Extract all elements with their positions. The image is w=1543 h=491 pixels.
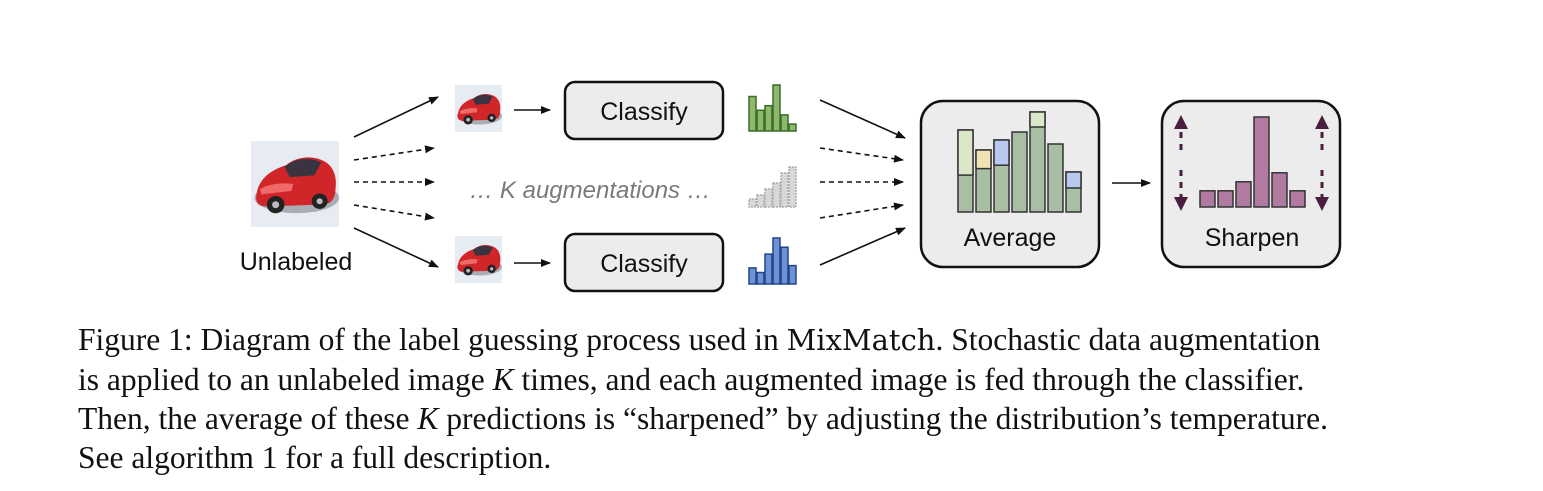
- figure-caption: Figure 1: Diagram of the label guessing …: [78, 320, 1508, 477]
- unlabeled-car-image: [251, 141, 339, 227]
- hist-faded-bar: [788, 166, 797, 208]
- classify-box-bottom: [563, 232, 725, 293]
- histogram-average-tint: [957, 129, 974, 176]
- hist-sharp-bar: [1235, 181, 1252, 208]
- histogram-average-tint: [975, 149, 992, 170]
- caption-line-4: See algorithm 1 for a full description.: [78, 440, 552, 475]
- histogram-bottom: [748, 237, 797, 285]
- hist-top-bar: [748, 95, 757, 132]
- hist-top-bar: [772, 84, 781, 132]
- arrow-top-to-average: [819, 99, 906, 139]
- input-arrows: [353, 96, 439, 268]
- histogram-average-tint: [1065, 171, 1082, 189]
- hist-bottom-bar: [748, 267, 757, 285]
- classify-bottom-label: Classify: [600, 250, 688, 278]
- caption-line-2: is applied to an unlabeled image K times…: [78, 362, 1305, 397]
- histogram-average: [957, 111, 1082, 213]
- hist-bottom-bar: [756, 271, 765, 285]
- histogram-sharpen: [1199, 116, 1306, 208]
- arrow-dashed-1: [353, 145, 435, 161]
- hist-faded-bar: [780, 172, 789, 208]
- label-guessing-diagram: Unlabeled Classify Classify … K augmenta…: [240, 80, 1342, 293]
- arrow-dashed-avg-1: [819, 147, 904, 163]
- hist-top-bar: [756, 109, 765, 132]
- classify-top-label: Classify: [600, 98, 688, 126]
- hist-bottom-bar: [772, 237, 781, 285]
- arrow-dashed-3: [353, 204, 435, 221]
- hist-sharp-bar: [1199, 190, 1216, 208]
- hist-faded-bar: [764, 188, 773, 208]
- hist-sharp-bar: [1271, 172, 1288, 208]
- average-label: Average: [964, 224, 1057, 252]
- hist-avg-bar: [1011, 131, 1028, 213]
- hist-bottom-bar: [780, 246, 789, 285]
- hist-sharp-bar: [1253, 116, 1270, 208]
- augmented-car-top: [455, 85, 502, 132]
- arrow-dashed-avg-3: [819, 202, 904, 219]
- arrow-bottom-to-average: [819, 227, 906, 266]
- histogram-average-tint: [1029, 111, 1046, 128]
- caption-line-1: Figure 1: Diagram of the label guessing …: [78, 322, 1321, 357]
- hist-sharp-bar: [1289, 190, 1306, 208]
- k-augmentations-label: … K augmentations …: [469, 177, 710, 204]
- histogram-faded: [748, 166, 797, 208]
- classify-box-top: [563, 80, 725, 141]
- hist-sharp-bar: [1217, 190, 1234, 208]
- hist-avg-bar: [1047, 143, 1064, 213]
- hist-faded-bar: [748, 198, 757, 208]
- hist-top-bar: [780, 114, 789, 132]
- unlabeled-label: Unlabeled: [240, 248, 353, 276]
- hist-faded-bar: [756, 194, 765, 208]
- sharpen-label: Sharpen: [1205, 224, 1300, 252]
- caption-line-3: Then, the average of these K predictions…: [78, 401, 1329, 436]
- hist-faded-bar: [772, 182, 781, 208]
- arrow-to-top-augment: [353, 96, 439, 138]
- method-name: MixMatch: [786, 323, 936, 357]
- hist-top-bar: [788, 123, 797, 132]
- hist-top-bar: [764, 104, 773, 132]
- hist-bottom-bar: [764, 253, 773, 285]
- histogram-top: [748, 84, 797, 132]
- augmented-car-bottom: [455, 236, 502, 283]
- hist-bottom-bar: [788, 264, 797, 285]
- histogram-average-tint: [993, 139, 1010, 166]
- arrow-to-bottom-augment: [353, 227, 439, 268]
